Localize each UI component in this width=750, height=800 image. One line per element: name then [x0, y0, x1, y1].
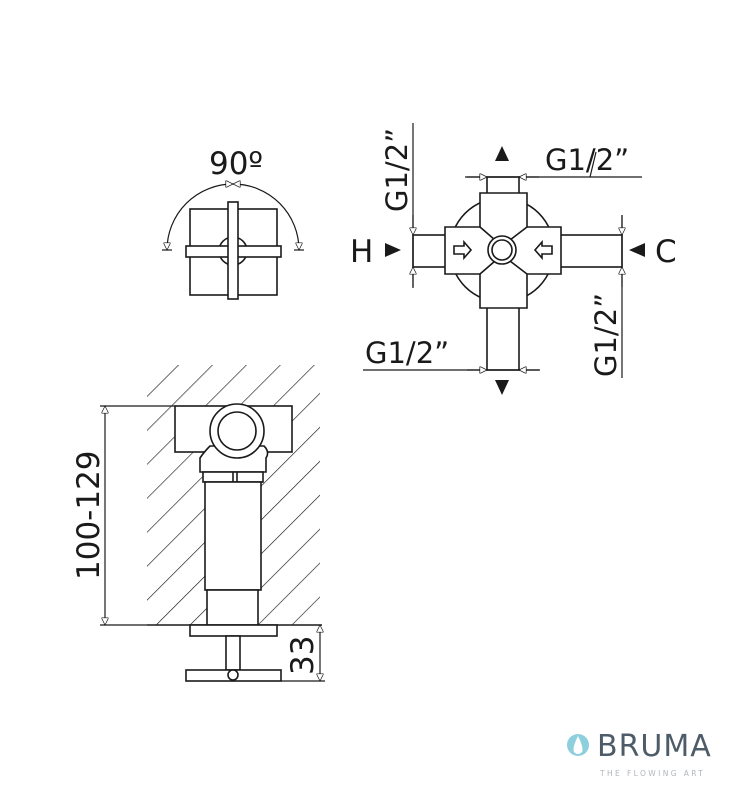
rotation-arc-left	[167, 184, 233, 250]
outlet-down-arrow-icon	[495, 380, 509, 395]
handle-bar-vertical	[227, 201, 239, 300]
cold-label: C	[655, 234, 677, 270]
flow-arrow-left-icon	[533, 239, 553, 261]
plan-view: G1/2” G1/2” G1/2” G1/2” H C	[350, 123, 677, 395]
extension-sleeve	[204, 481, 262, 591]
bruma-logo: BRUMA THE FLOWING ART	[567, 729, 712, 778]
hot-inlet-pipe	[412, 234, 448, 268]
handle-screw	[227, 669, 239, 681]
outlet-up-arrow-icon	[495, 146, 509, 161]
outlet-port-inner	[217, 411, 257, 451]
spindle-end	[206, 589, 259, 626]
brand-tagline: THE FLOWING ART	[599, 769, 705, 778]
brand-name: BRUMA	[597, 729, 712, 764]
cold-inlet-pipe	[559, 234, 623, 268]
bottom-thread-label: G1/2”	[365, 336, 449, 370]
handle-stem	[225, 635, 241, 671]
bottom-outlet-pipe	[486, 306, 520, 371]
cold-inlet-arrow-icon	[629, 243, 645, 257]
handle-height-dimension: 33	[285, 636, 321, 675]
flow-arrow-right-icon	[453, 239, 473, 261]
left-thread-label: G1/2”	[380, 128, 414, 212]
rotation-angle-label: 90º	[209, 146, 263, 182]
depth-range-dimension: 100-129	[71, 450, 107, 580]
rotation-arc-right	[233, 184, 299, 250]
top-thread-label: G1/2”	[545, 143, 629, 177]
section-view: 100-129 33	[71, 365, 325, 681]
rotation-view: 90º	[162, 146, 304, 300]
rosette-flange	[189, 624, 278, 637]
right-thread-label: G1/2”	[589, 293, 623, 377]
hot-inlet-arrow-icon	[385, 243, 401, 257]
hot-label: H	[350, 234, 373, 270]
